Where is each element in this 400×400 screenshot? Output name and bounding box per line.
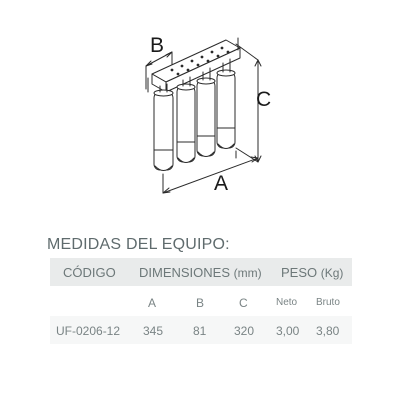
- subheader-neto: Neto: [276, 297, 298, 308]
- cell-b: 81: [193, 324, 207, 338]
- manifold-ports: [170, 46, 230, 76]
- dimension-b-label: B: [150, 34, 164, 57]
- dimension-c-line: [235, 43, 262, 163]
- cell-codigo: UF-0206-12: [56, 324, 121, 338]
- subheader-bruto: Bruto: [316, 297, 340, 308]
- section-title: MEDIDAS DEL EQUIPO:: [47, 236, 230, 253]
- filter-unit-drawing: B C A: [145, 34, 271, 195]
- housing-necks: [159, 58, 231, 93]
- subheader-row: [50, 286, 352, 316]
- filter-head-manifold: [147, 37, 241, 93]
- table-row: [50, 316, 352, 344]
- header-peso: PESO (Kg): [281, 265, 343, 280]
- header-row: [50, 258, 352, 286]
- filter-housing-4: [216, 69, 236, 149]
- header-dimensiones: DIMENSIONES (mm): [139, 265, 262, 280]
- header-dimensiones-label: DIMENSIONES: [139, 265, 231, 280]
- subheader-c: C: [239, 296, 248, 310]
- subheader-a: A: [148, 296, 157, 310]
- header-codigo: CÓDIGO: [63, 265, 116, 280]
- cell-bruto: 3,80: [316, 324, 340, 338]
- header-dimensiones-unit: (mm): [233, 266, 262, 280]
- dimension-a-label: A: [214, 172, 228, 195]
- filter-housing-3: [196, 77, 216, 157]
- header-peso-unit: (Kg): [320, 266, 344, 280]
- header-peso-label: PESO: [281, 265, 318, 280]
- cell-c: 320: [234, 324, 255, 338]
- filter-housing-2: [176, 83, 196, 163]
- cell-a: 345: [143, 324, 164, 338]
- subheader-b: B: [196, 296, 205, 310]
- cell-neto: 3,00: [276, 324, 300, 338]
- dimension-b-line: [145, 51, 173, 90]
- filter-housing-1: [153, 89, 174, 171]
- dimension-a-line: [162, 150, 259, 194]
- dimension-c-label: C: [256, 88, 271, 111]
